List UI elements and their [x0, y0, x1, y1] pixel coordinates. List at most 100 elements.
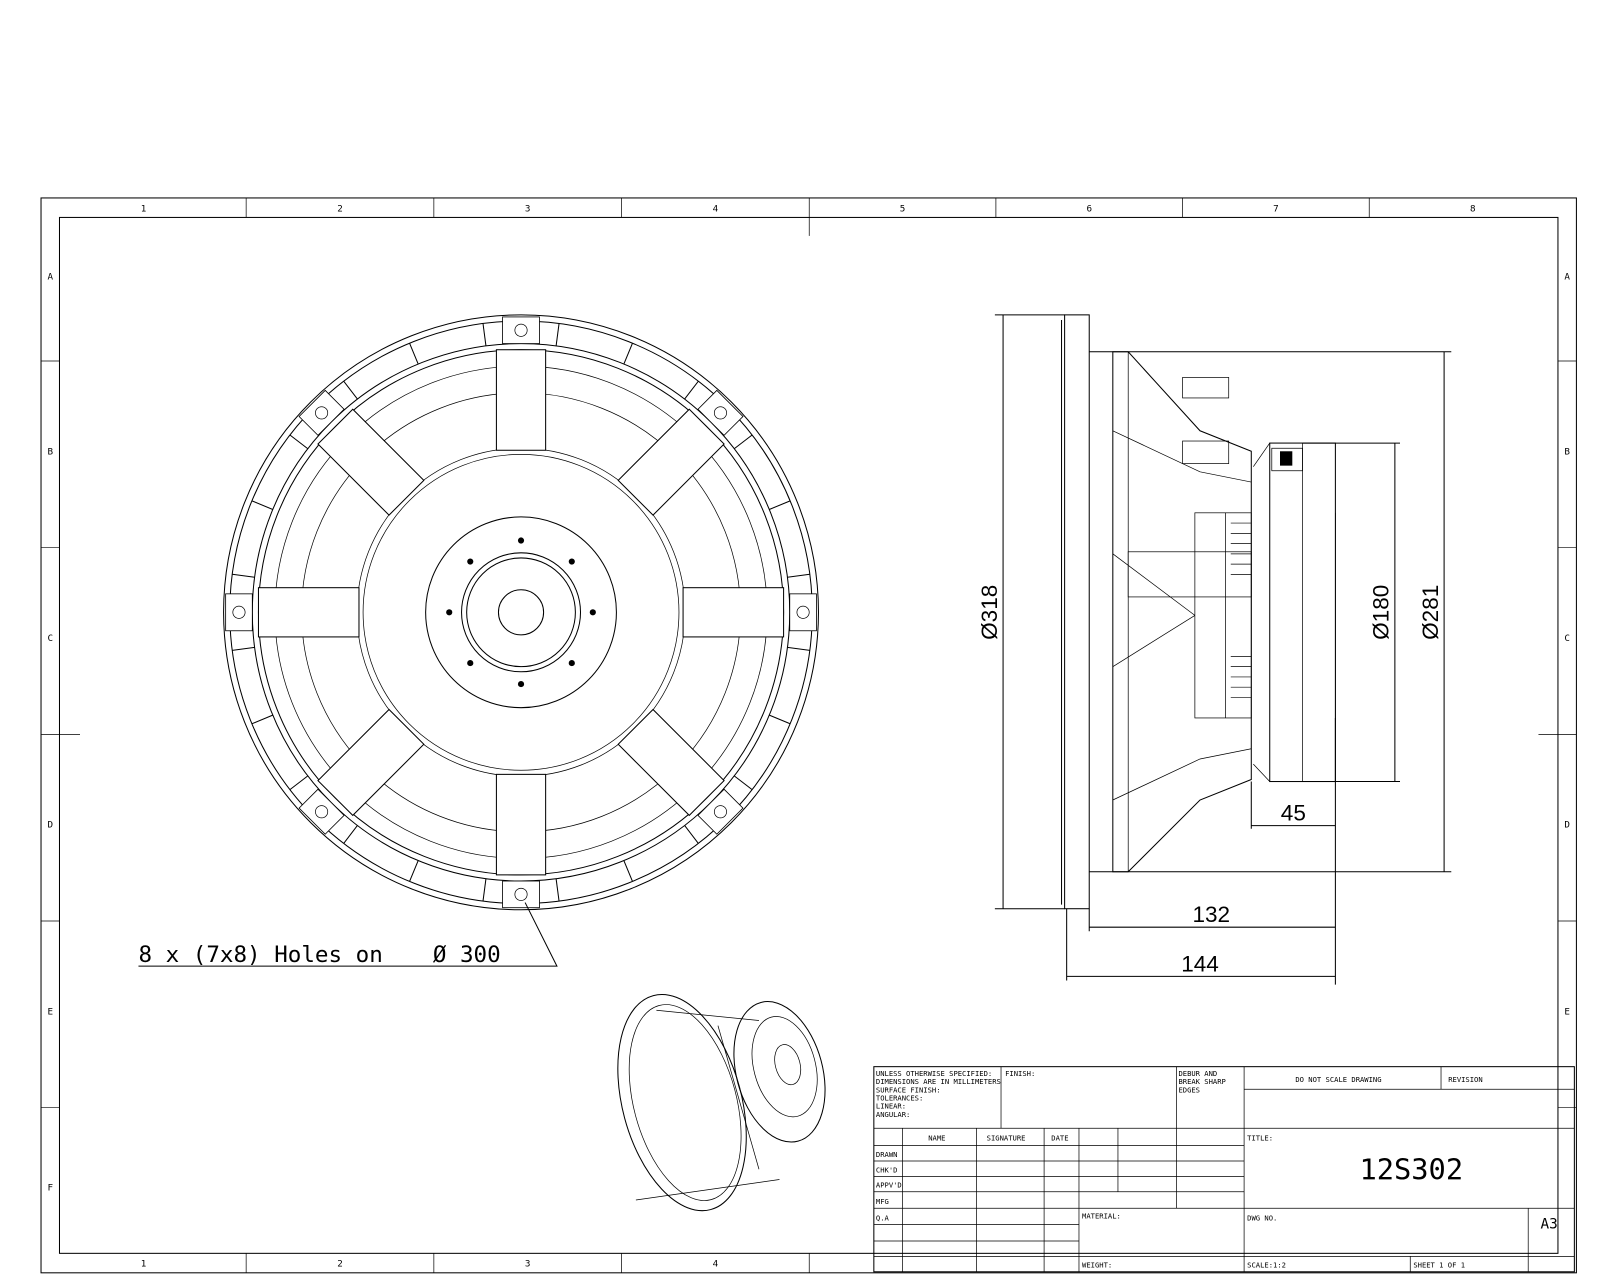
general-note: SURFACE FINISH:: [876, 1085, 941, 1094]
zone-row-label: B: [47, 446, 53, 457]
rim-rib: [343, 380, 358, 400]
rim-rib: [482, 323, 487, 346]
role-approved: APPV'D: [876, 1181, 902, 1190]
magnet-screw: [467, 659, 474, 667]
rim-rib: [733, 775, 753, 791]
mounting-hole: [796, 605, 810, 619]
basket-spoke: [682, 587, 817, 638]
zone-row-label: C: [1564, 633, 1570, 644]
zone-column-label: 4: [713, 1259, 719, 1270]
magnet-screw: [517, 681, 525, 688]
dwg-no-label: DWG NO.: [1247, 1214, 1277, 1223]
do-not-scale: DO NOT SCALE DRAWING: [1295, 1075, 1381, 1084]
mounting-hole-tab: [298, 788, 345, 835]
role-mfg: MFG: [876, 1197, 889, 1206]
deburr-2: BREAK SHARP: [1178, 1077, 1225, 1086]
frame-flange: [1064, 314, 1090, 910]
rim-rib: [409, 860, 419, 882]
rim-rib: [555, 878, 560, 902]
basket-spoke: [298, 708, 425, 835]
rim-rib: [623, 343, 633, 365]
basket-spoke: [617, 708, 744, 835]
front-ring: [497, 589, 545, 636]
basket-outline: [1112, 351, 1252, 873]
magnet-screw: [446, 609, 453, 616]
zone-column-label: 7: [1273, 203, 1279, 214]
zone-column-label: 2: [337, 1259, 343, 1270]
rim-rib: [684, 825, 699, 844]
material-label: MATERIAL:: [1082, 1211, 1121, 1220]
terminal-bottom: [1182, 440, 1230, 464]
deburr-1: DEBUR AND: [1178, 1069, 1217, 1078]
general-note: TOLERANCES:: [876, 1094, 923, 1103]
header-name: NAME: [928, 1134, 945, 1143]
rim-rib: [769, 500, 791, 510]
zone-row-label: D: [1564, 820, 1570, 831]
dim-45: 45: [1281, 801, 1306, 826]
basket-spoke: [617, 389, 744, 516]
mounting-hole: [713, 406, 727, 420]
rim-rib: [555, 323, 560, 346]
drawing-title: 12S302: [1359, 1152, 1463, 1186]
mounting-hole-tab: [502, 316, 540, 344]
zone-column-label: 8: [1470, 203, 1476, 214]
holes-note: 8 x (7x8) Holes on: [138, 942, 382, 968]
zone-row-label: F: [47, 1182, 53, 1193]
mounting-hole-tab: [298, 389, 345, 436]
front-ring: [362, 454, 680, 771]
mounting-hole-tab: [502, 880, 540, 909]
zone-column-label: 3: [525, 1259, 531, 1270]
magnet-screw: [568, 558, 575, 565]
holes-callout: 8 x (7x8) Holes on Ø 300: [138, 902, 558, 968]
mounting-hole-tab: [697, 389, 744, 436]
mounting-hole-tab: [789, 593, 817, 632]
mounting-hole: [713, 805, 727, 819]
front-ring: [425, 516, 617, 709]
general-note: ANGULAR:: [876, 1110, 910, 1119]
basket-spoke: [298, 389, 425, 516]
scale-label: SCALE:1:2: [1247, 1261, 1286, 1270]
weight-label: WEIGHT:: [1082, 1261, 1112, 1270]
zone-column-label: 4: [713, 203, 719, 214]
rim-rib: [769, 714, 791, 725]
zone-column-label: 2: [337, 203, 343, 214]
mounting-hole: [315, 406, 329, 420]
front-ring: [466, 557, 576, 668]
zone-row-label: B: [1564, 446, 1570, 457]
zone-column-label: 1: [141, 203, 147, 214]
rim-rib: [251, 500, 273, 510]
magnet-screw: [467, 558, 474, 565]
role-checked: CHK'D: [876, 1165, 898, 1174]
zone-row-label: C: [47, 633, 53, 644]
rim-rib: [787, 646, 810, 651]
zone-column-label: 1: [141, 1259, 147, 1270]
holes-diameter: Ø 300: [433, 942, 501, 968]
isometric-view: [617, 993, 826, 1212]
header-signature: SIGNATURE: [987, 1134, 1026, 1143]
zone-column-label: 5: [900, 203, 906, 214]
header-date: DATE: [1051, 1134, 1068, 1143]
mounting-hole: [315, 805, 329, 819]
mounting-hole-tab: [225, 593, 253, 632]
basket-spoke: [495, 773, 547, 909]
rim-rib: [409, 343, 419, 365]
role-drawn: DRAWN: [876, 1150, 898, 1159]
deburr-3: EDGES: [1178, 1085, 1200, 1094]
front-ring: [223, 314, 819, 911]
rim-rib: [733, 434, 753, 450]
rim-rib: [787, 573, 810, 578]
rim-rib: [343, 825, 358, 844]
zone-row-label: E: [1564, 1006, 1570, 1017]
general-note: UNLESS OTHERWISE SPECIFIED:: [876, 1069, 992, 1078]
rim-rib: [623, 860, 633, 882]
general-note: DIMENSIONS ARE IN MILLIMETERS: [876, 1077, 1001, 1086]
magnet-screw: [589, 609, 596, 616]
zone-row-label: A: [1564, 271, 1570, 282]
mounting-hole-tab: [697, 788, 744, 835]
dim-d180: Ø180: [1369, 585, 1394, 640]
dimensions: Ø318 Ø281 Ø180 45 132 144: [977, 314, 1452, 985]
terminal-top: [1182, 377, 1230, 399]
rim-rib: [289, 775, 309, 791]
